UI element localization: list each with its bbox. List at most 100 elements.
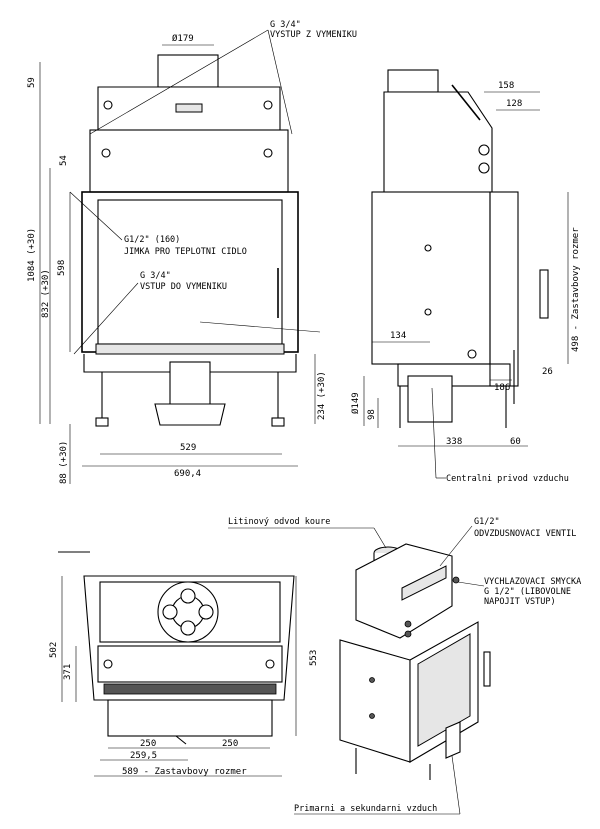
foot-right <box>271 417 285 427</box>
top-fitting-r <box>265 659 275 669</box>
top-outer-shell <box>83 575 295 701</box>
leader-primary-b <box>451 755 461 815</box>
leader-outlet-a <box>89 29 269 135</box>
note-loop-label: VYCHLAZOVACI SMYCKA <box>484 577 581 587</box>
dim-179: Ø179 <box>172 33 194 44</box>
note-central-air: Centralni privod vzduchu <box>446 474 569 484</box>
iso-fitting-3 <box>404 630 412 638</box>
leader-loop <box>457 581 485 587</box>
note-loop-detail: NAPOJIT VSTUP) <box>484 597 556 607</box>
side-door-handle <box>539 269 549 319</box>
top-flue-port-t <box>180 588 196 604</box>
note-outlet-label: VYSTUP Z VYMENIKU <box>270 30 357 40</box>
dim-598: 598 <box>57 260 67 276</box>
top-fitting-l <box>103 659 113 669</box>
dim-149: Ø149 <box>350 392 361 414</box>
leader-vent <box>439 525 473 567</box>
dim-60: 60 <box>510 437 521 447</box>
dim-1084: 1084 (+30) <box>27 228 37 282</box>
top-air-pipe <box>175 735 187 745</box>
pipe-right <box>263 148 273 158</box>
dim-371: 371 <box>63 664 73 680</box>
dim-158: 158 <box>498 81 514 91</box>
exchanger-handle <box>175 103 203 113</box>
dim-498: 498 - Zastavbovy rozmer <box>571 227 581 352</box>
leader-air <box>431 387 437 479</box>
top-flue-port-r <box>198 604 214 620</box>
iso-view: Litinový odvod koure G1/2" ODVZDUSNOVACI… <box>228 517 581 815</box>
firebox-frame <box>81 191 299 353</box>
iso-door-handle <box>483 651 491 687</box>
side-exchanger-pipe <box>451 84 481 121</box>
iso-air-duct <box>445 721 461 759</box>
leader-flue-b <box>373 527 387 549</box>
side-bolt-3 <box>467 349 477 359</box>
flue-collar <box>157 54 219 88</box>
leader-inlet-b <box>199 321 321 333</box>
front-view: Ø179 59 54 1084 (+30) 832 (+30) 598 234 … <box>27 20 357 484</box>
ash-lip <box>95 343 285 355</box>
side-bolt-2 <box>424 308 432 316</box>
dim-690: 690,4 <box>174 469 201 479</box>
iso-bolt-2 <box>369 713 375 719</box>
dim-502: 502 <box>49 642 59 658</box>
dim-832: 832 (+30) <box>41 269 51 318</box>
dim-54: 54 <box>59 155 69 166</box>
dim-59: 59 <box>27 77 37 88</box>
dim-259: 259,5 <box>130 751 157 761</box>
fitting-right <box>263 100 273 110</box>
side-pipe-bottom <box>478 162 490 174</box>
dim-529: 529 <box>180 443 196 453</box>
side-pipe-top <box>478 144 490 156</box>
note-vent-size: G1/2" <box>474 517 500 527</box>
iso-exchanger-panel <box>401 565 447 601</box>
side-base <box>397 363 511 387</box>
note-loop-size: G 1/2" (LIBOVOLNE <box>484 587 571 597</box>
side-view: 158 128 134 498 - Zastavbovy rozmer Ø149… <box>350 69 581 484</box>
side-upper-body <box>383 91 493 193</box>
top-door-frame <box>97 645 283 683</box>
dim-250-right: 250 <box>222 739 238 749</box>
dim-88: 88 (+30) <box>59 441 69 484</box>
note-probe-size: G1/2" (160) <box>124 235 180 245</box>
dim-553: 553 <box>309 650 319 666</box>
dim-134: 134 <box>390 331 406 341</box>
dim-338: 338 <box>446 437 462 447</box>
note-vent-label: ODVZDUSNOVACI VENTIL <box>474 529 576 539</box>
note-inlet-size: G 3/4" <box>140 271 171 281</box>
top-view: 502 371 553 250 250 259,5 589 - Zastavbo… <box>49 551 319 777</box>
upper-frame <box>89 129 289 193</box>
iso-fitting-1 <box>452 576 460 584</box>
top-lower-box <box>107 699 273 737</box>
dim-128: 128 <box>506 99 522 109</box>
duct-base <box>154 403 226 426</box>
note-probe-label: JIMKA PRO TEPLOTNI CIDLO <box>124 247 247 257</box>
leader-inlet-a <box>73 282 139 355</box>
glass-door <box>97 199 283 345</box>
dim-250-left: 250 <box>140 739 156 749</box>
top-door-glass <box>103 683 277 695</box>
dim-589: 589 - Zastavbovy rozmer <box>122 767 247 777</box>
foot-left <box>95 417 109 427</box>
leader-outlet-b <box>267 29 293 135</box>
dim-26: 26 <box>542 367 553 377</box>
note-outlet-size: G 3/4" <box>270 20 301 30</box>
note-flue: Litinový odvod koure <box>228 517 330 527</box>
iso-side-panel <box>339 639 411 763</box>
note-primary-air: Primarni a sekundarni vzduch <box>294 804 437 814</box>
leader-probe <box>69 191 123 241</box>
side-air-duct <box>407 375 453 423</box>
dim-98: 98 <box>367 409 377 420</box>
iso-fitting-2 <box>404 620 412 628</box>
iso-glass <box>417 633 471 747</box>
side-bolt-1 <box>424 244 432 252</box>
top-flue-port-l <box>162 604 178 620</box>
top-flue-port-b <box>180 620 196 636</box>
fitting-left <box>103 100 113 110</box>
pipe-left <box>101 148 111 158</box>
dim-186: 186 <box>494 383 510 393</box>
iso-bolt-1 <box>369 677 375 683</box>
dim-234: 234 (+30) <box>317 371 327 420</box>
air-duct <box>169 361 211 407</box>
